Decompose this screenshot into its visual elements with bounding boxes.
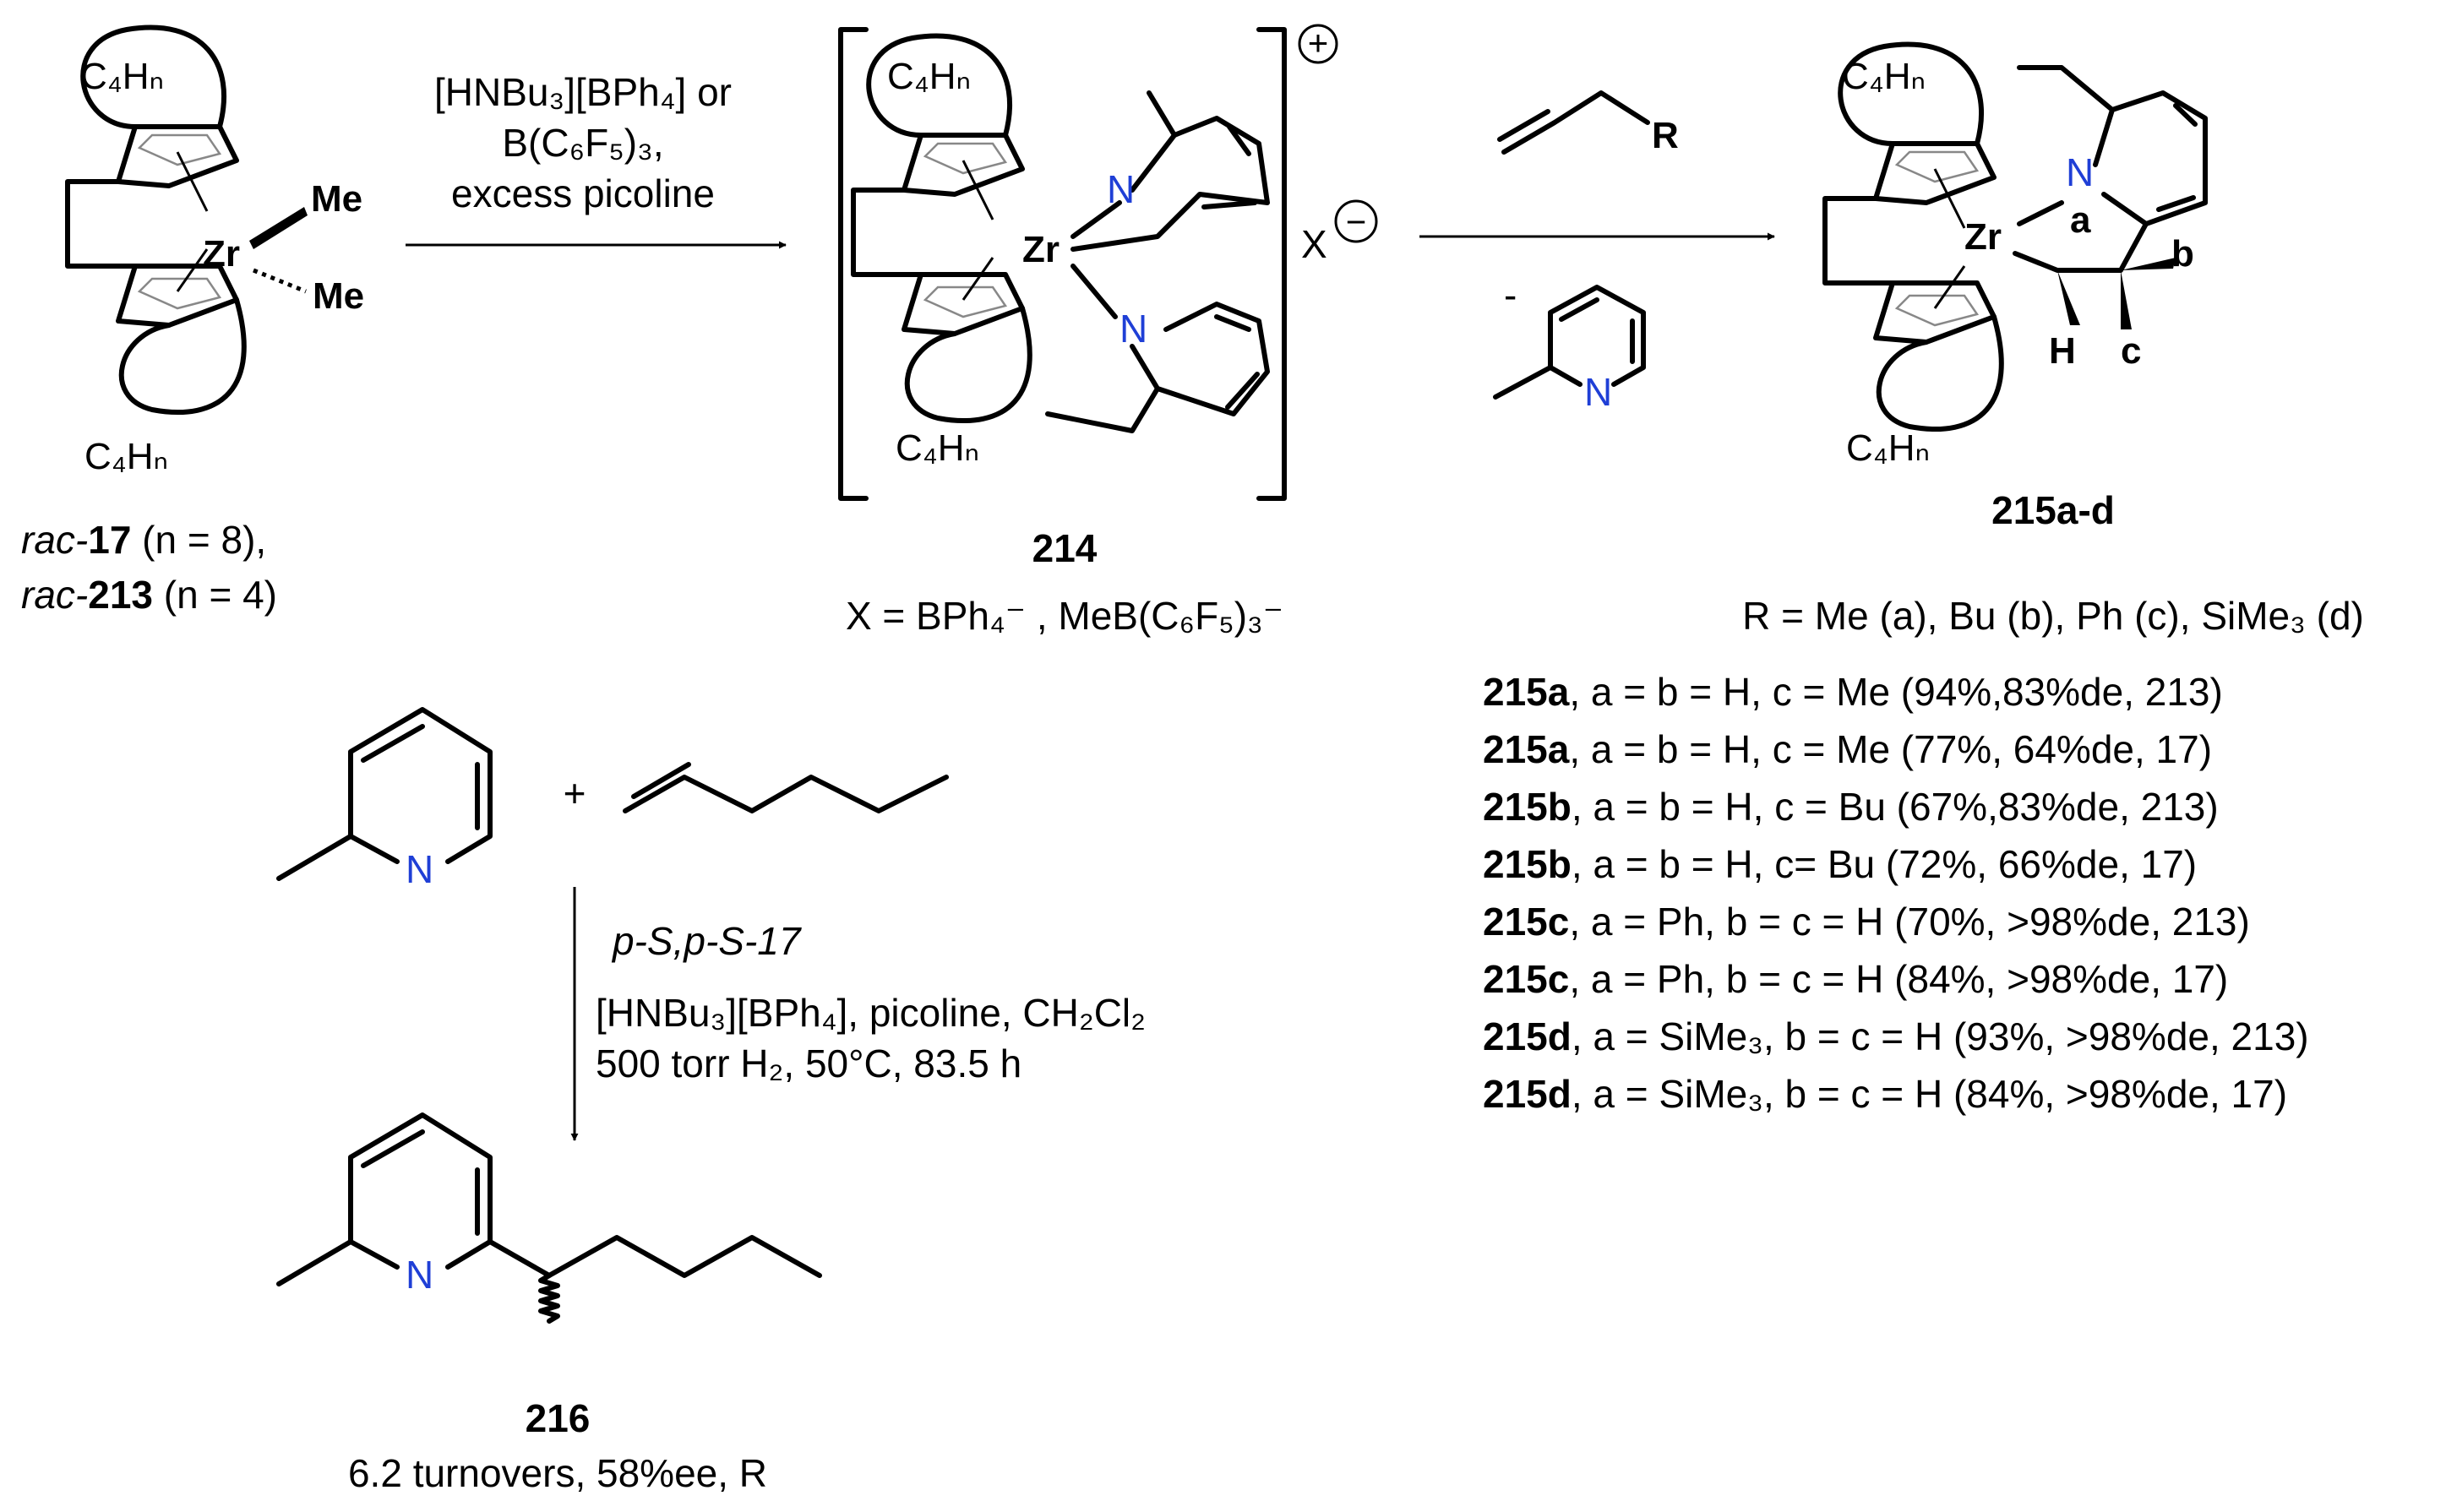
result-row: 215b, a = b = H, c= Bu (72%, 66%de, 17) [1483, 842, 2197, 886]
ring-label-lower: C₄Hₙ [1846, 427, 1930, 469]
zirconium-atom: Zr [1022, 229, 1060, 270]
result-row: 215c, a = Ph, b = c = H (84%, >98%de, 17… [1483, 957, 2228, 1001]
product-result: 6.2 turnovers, 58%ee, R [348, 1451, 767, 1495]
result-row: 215d, a = SiMe₃, b = c = H (84%, >98%de,… [1483, 1072, 2287, 1116]
product-nitrogen: N [406, 1253, 433, 1297]
ring-label-lower: C₄Hₙ [896, 427, 979, 469]
methyl-ligand-1: Me [311, 178, 362, 220]
ring-label-upper: C₄Hₙ [1842, 56, 1926, 97]
picolyl-charge: - [1504, 273, 1517, 317]
reaction-arrow-step-1: [HNBu₃][BPh₄] or B(C₆F₅)₃, excess picoli… [406, 70, 787, 249]
label-c: c [2121, 330, 2141, 372]
step1-reagent-line-1: [HNBu₃][BPh₄] or [434, 70, 732, 114]
compound-name-rac-213: rac-213 (n = 4) [21, 573, 277, 617]
pyridine-nitrogen: N [2066, 150, 2094, 194]
picoline-nitrogen: N [406, 847, 433, 891]
results-list: 215a, a = b = H, c = Me (94%,83%de, 213)… [1483, 670, 2309, 1116]
compound-number-216: 216 [526, 1396, 591, 1440]
result-row: 215a, a = b = H, c = Me (94%,83%de, 213) [1483, 670, 2223, 714]
result-row: 215a, a = b = H, c = Me (77%, 64%de, 17) [1483, 727, 2212, 771]
ansa-zirconocene-dimethyl: C₄Hₙ C₄Hₙ Zr Me Me rac-17 (n = 8), rac-2… [21, 28, 364, 617]
cation-charge: + [1308, 23, 1329, 63]
compound-name-rac-17: rac-17 (n = 8), [21, 518, 266, 562]
zirconium-atom: Zr [1964, 216, 2002, 258]
methyl-ligand-2: Me [313, 275, 364, 317]
picoline-nitrogen: N [1119, 307, 1147, 351]
conditions-line-1: [HNBu₃][BPh₄], picoline, CH₂Cl₂ [596, 991, 1146, 1035]
plus-sign: + [564, 771, 586, 815]
zirconium-atom: Zr [203, 233, 240, 275]
catalyst-label: p-S,p-S-17 [611, 919, 802, 963]
cationic-complex-214: + C₄Hₙ C₄Hₙ Zr N N X − 214 X = BPh₄⁻ , M… [838, 23, 1378, 638]
pyridyl-nitrogen: N [1107, 167, 1135, 211]
catalytic-alkylation: N + p-S,p-S-17 [HNBu₃][BPh₄], picoline, … [276, 707, 1146, 1495]
result-row: 215d, a = SiMe₃, b = c = H (93%, >98%de,… [1483, 1014, 2309, 1058]
r-group-definitions: R = Me (a), Bu (b), Ph (c), SiMe₃ (d) [1742, 594, 2364, 638]
compound-number-215: 215a-d [1991, 488, 2115, 532]
h-atom: H [2049, 330, 2076, 372]
insertion-product-215: C₄Hₙ C₄Hₙ Zr N a b c H 215a-d [1825, 45, 2208, 532]
step1-reagent-line-3: excess picoline [451, 171, 715, 215]
result-row: 215b, a = b = H, c = Bu (67%,83%de, 213) [1483, 785, 2219, 829]
ring-label-upper: C₄Hₙ [80, 56, 164, 97]
ring-label-upper: C₄Hₙ [887, 56, 971, 97]
label-a: a [2070, 199, 2091, 241]
ring-label-lower: C₄Hₙ [84, 436, 168, 477]
counterion-charge: − [1346, 202, 1367, 242]
label-b: b [2171, 233, 2194, 275]
counterion-x: X [1301, 222, 1327, 266]
reaction-arrow-step-2: R - N [1419, 90, 1775, 414]
compound-number-214: 214 [1032, 526, 1098, 570]
step1-reagent-line-2: B(C₆F₅)₃, [502, 121, 663, 165]
alkene-r-group: R [1652, 115, 1679, 156]
result-row: 215c, a = Ph, b = c = H (70%, >98%de, 21… [1483, 900, 2250, 944]
conditions-line-2: 500 torr H₂, 50°C, 83.5 h [596, 1042, 1021, 1085]
counterion-definition: X = BPh₄⁻ , MeB(C₆F₅)₃⁻ [846, 594, 1283, 638]
picolyl-nitrogen: N [1584, 370, 1612, 414]
